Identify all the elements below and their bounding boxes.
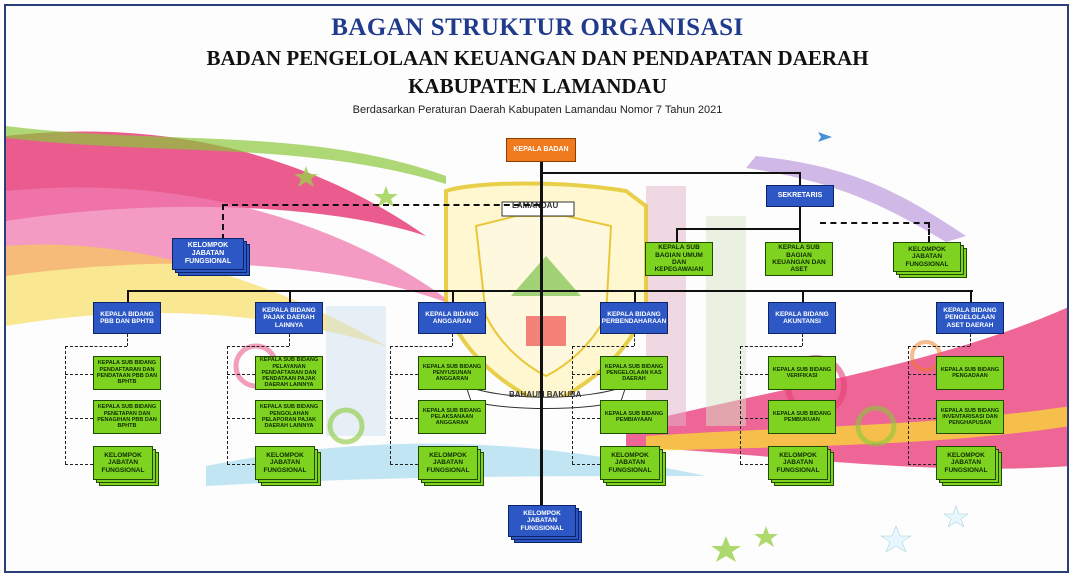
subsection-finance-box: KEPALA SUB BAGIAN KEUANGAN DAN ASET — [765, 242, 833, 276]
division-bracket-tick — [65, 464, 93, 465]
division-bracket-tick — [740, 374, 768, 375]
division-head-box: KEPALA BIDANG PERBENDAHARAAN — [600, 302, 668, 334]
division-bracket-line — [908, 346, 909, 464]
subdivision-box: KEPALA SUB BIDANG PENETAPAN DAN PENAGIHA… — [93, 400, 161, 434]
division-functional-group: KELOMPOK JABATAN FUNGSIONAL — [418, 446, 484, 486]
division-bracket-top — [740, 346, 802, 347]
division-bracket-line — [227, 346, 228, 464]
left-functional-group-label: KELOMPOK JABATAN FUNGSIONAL — [172, 238, 244, 270]
left-group-dash — [222, 204, 540, 206]
division-bracket-joint — [634, 334, 635, 346]
division-functional-group-label: KELOMPOK JABATAN FUNGSIONAL — [93, 446, 153, 480]
subdivision-box: KEPALA SUB BIDANG PENGADAAN — [936, 356, 1004, 390]
secretary-sub-drop — [799, 204, 801, 242]
division-functional-group-label: KELOMPOK JABATAN FUNGSIONAL — [255, 446, 315, 480]
left-group-dash-drop — [222, 204, 224, 240]
subdivision-box: KEPALA SUB BIDANG PENYUSUNAN ANGGARAN — [418, 356, 486, 390]
division-functional-group: KELOMPOK JABATAN FUNGSIONAL — [936, 446, 1002, 486]
division-head-box: KEPALA BIDANG PBB DAN BPHTB — [93, 302, 161, 334]
chart-subtitle-regency: KABUPATEN LAMANDAU — [408, 74, 667, 98]
subdivision-box: KEPALA SUB BIDANG PENGELOLAAN KAS DAERAH — [600, 356, 668, 390]
division-bracket-joint — [970, 334, 971, 346]
legal-basis: Berdasarkan Peraturan Daerah Kabupaten L… — [352, 104, 723, 116]
subdivision-box: KEPALA SUB BIDANG PENDAFTARAN DAN PENDAT… — [93, 356, 161, 390]
division-functional-group: KELOMPOK JABATAN FUNGSIONAL — [600, 446, 666, 486]
division-bracket-top — [390, 346, 452, 347]
division-bracket-tick — [908, 374, 936, 375]
bottom-functional-group-label: KELOMPOK JABATAN FUNGSIONAL — [508, 505, 576, 537]
division-bracket-tick — [227, 374, 255, 375]
division-bracket-line — [572, 346, 573, 464]
division-drop-line — [452, 290, 454, 302]
division-bracket-tick — [572, 464, 600, 465]
division-functional-group: KELOMPOK JABATAN FUNGSIONAL — [93, 446, 159, 486]
division-bracket-top — [572, 346, 634, 347]
division-bracket-joint — [289, 334, 290, 346]
division-bracket-tick — [227, 464, 255, 465]
division-bracket-top — [65, 346, 127, 347]
division-bracket-tick — [390, 464, 418, 465]
division-bracket-line — [65, 346, 66, 464]
division-head-box: KEPALA BIDANG ANGGARAN — [418, 302, 486, 334]
division-bracket-tick — [572, 374, 600, 375]
division-bracket-tick — [65, 374, 93, 375]
division-bracket-joint — [452, 334, 453, 346]
chart-subtitle-agency: BADAN PENGELOLAAN KEUANGAN DAN PENDAPATA… — [206, 46, 869, 70]
division-functional-group-label: KELOMPOK JABATAN FUNGSIONAL — [768, 446, 828, 480]
emblem-bottom-text: BAHAUM BAKUBA — [509, 390, 582, 399]
division-functional-group-label: KELOMPOK JABATAN FUNGSIONAL — [936, 446, 996, 480]
division-bracket-tick — [390, 374, 418, 375]
chart-title: BAGAN STRUKTUR ORGANISASI — [331, 14, 744, 41]
division-functional-group-label: KELOMPOK JABATAN FUNGSIONAL — [600, 446, 660, 480]
subdivision-box: KEPALA SUB BIDANG PELAKSANAAN ANGGARAN — [418, 400, 486, 434]
head-of-agency-box: KEPALA BADAN — [506, 138, 576, 162]
division-bracket-top — [908, 346, 970, 347]
division-bracket-joint — [802, 334, 803, 346]
division-bracket-tick — [390, 418, 418, 419]
division-bracket-tick — [908, 418, 936, 419]
division-drop-line — [289, 290, 291, 302]
division-bracket-line — [390, 346, 391, 464]
division-head-box: KEPALA BIDANG PAJAK DAERAH LAINNYA — [255, 302, 323, 334]
subdivision-box: KEPALA SUB BIDANG VERIFIKASI — [768, 356, 836, 390]
left-functional-group: KELOMPOK JABATAN FUNGSIONAL — [172, 238, 250, 276]
right-functional-group-label: KELOMPOK JABATAN FUNGSIONAL — [893, 242, 961, 272]
division-bracket-tick — [740, 464, 768, 465]
secretary-box: SEKRETARIS — [766, 185, 834, 207]
subdivision-box: KEPALA SUB BIDANG PEMBIAYAAN — [600, 400, 668, 434]
division-head-box: KEPALA BIDANG PENGELOLAAN ASET DAERAH — [936, 302, 1004, 334]
subdivision-box: KEPALA SUB BIDANG PELAYANAN PENDAFTARAN … — [255, 356, 323, 390]
secretary-connector — [540, 172, 800, 174]
division-bracket-line — [740, 346, 741, 464]
division-functional-group: KELOMPOK JABATAN FUNGSIONAL — [255, 446, 321, 486]
secretary-sub-line — [676, 228, 800, 230]
division-bracket-tick — [572, 418, 600, 419]
division-bus-line — [128, 290, 973, 292]
division-functional-group-label: KELOMPOK JABATAN FUNGSIONAL — [418, 446, 478, 480]
subsection-general-box: KEPALA SUB BAGIAN UMUM DAN KEPEGAWAIAN — [645, 242, 713, 276]
division-functional-group: KELOMPOK JABATAN FUNGSIONAL — [768, 446, 834, 486]
division-bracket-top — [227, 346, 289, 347]
division-bracket-tick — [65, 418, 93, 419]
bottom-functional-group: KELOMPOK JABATAN FUNGSIONAL — [508, 505, 582, 543]
division-bracket-joint — [127, 334, 128, 346]
subdivision-box: KEPALA SUB BIDANG INVENTARISASI DAN PENG… — [936, 400, 1004, 434]
subdivision-box: KEPALA SUB BIDANG PEMBUKUAN — [768, 400, 836, 434]
division-drop-line — [802, 290, 804, 302]
division-bracket-tick — [740, 418, 768, 419]
division-drop-line — [970, 290, 972, 302]
secretary-sub-left-drop — [676, 228, 678, 242]
division-drop-line — [634, 290, 636, 302]
division-bracket-tick — [908, 464, 936, 465]
subdivision-box: KEPALA SUB BIDANG PENGOLAHAN PELAPORAN P… — [255, 400, 323, 434]
main-vertical-line — [540, 160, 543, 510]
division-head-box: KEPALA BIDANG AKUNTANSI — [768, 302, 836, 334]
right-group-dash — [820, 222, 930, 224]
division-drop-line — [127, 290, 129, 302]
right-group-dash-drop — [928, 222, 930, 242]
division-bracket-tick — [227, 418, 255, 419]
right-functional-group: KELOMPOK JABATAN FUNGSIONAL — [893, 242, 967, 278]
secretary-drop — [799, 172, 801, 186]
